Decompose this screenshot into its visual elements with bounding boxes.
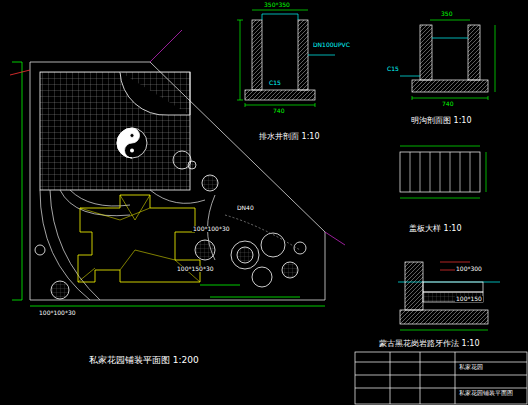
dimension-text: 350 xyxy=(440,11,453,17)
pipe-label: DN100UPVC xyxy=(312,42,351,48)
curb-spec: 100*150 xyxy=(455,296,483,302)
dimension-text: 350*350 xyxy=(263,2,291,8)
section-title: 排水井剖面 1:10 xyxy=(258,133,321,141)
paving-spec: 100*100*30 xyxy=(192,226,231,232)
material-label: C15 xyxy=(386,66,400,72)
section-title: 明沟剖面图 1:10 xyxy=(410,117,473,125)
dimension-text: 740 xyxy=(441,101,454,107)
plan-title: 私家花园铺装平面图 1:200 xyxy=(88,356,200,365)
pipe-label: DN40 xyxy=(236,205,255,211)
paving-spec: 100*100*30 xyxy=(38,310,77,316)
section-title: 蒙古黑花岗岩路牙作法 1:10 xyxy=(378,340,481,348)
material-label: C15 xyxy=(268,80,282,86)
dimension-text: 740 xyxy=(272,108,285,114)
title-block-text: 私家花园铺装平面图 xyxy=(458,390,514,396)
curb-spec: 100*300 xyxy=(455,266,483,272)
paving-spec: 100*150*30 xyxy=(176,266,215,272)
title-block-text: 私家花园 xyxy=(458,364,484,370)
section-title: 盖板大样 1:10 xyxy=(408,225,463,233)
